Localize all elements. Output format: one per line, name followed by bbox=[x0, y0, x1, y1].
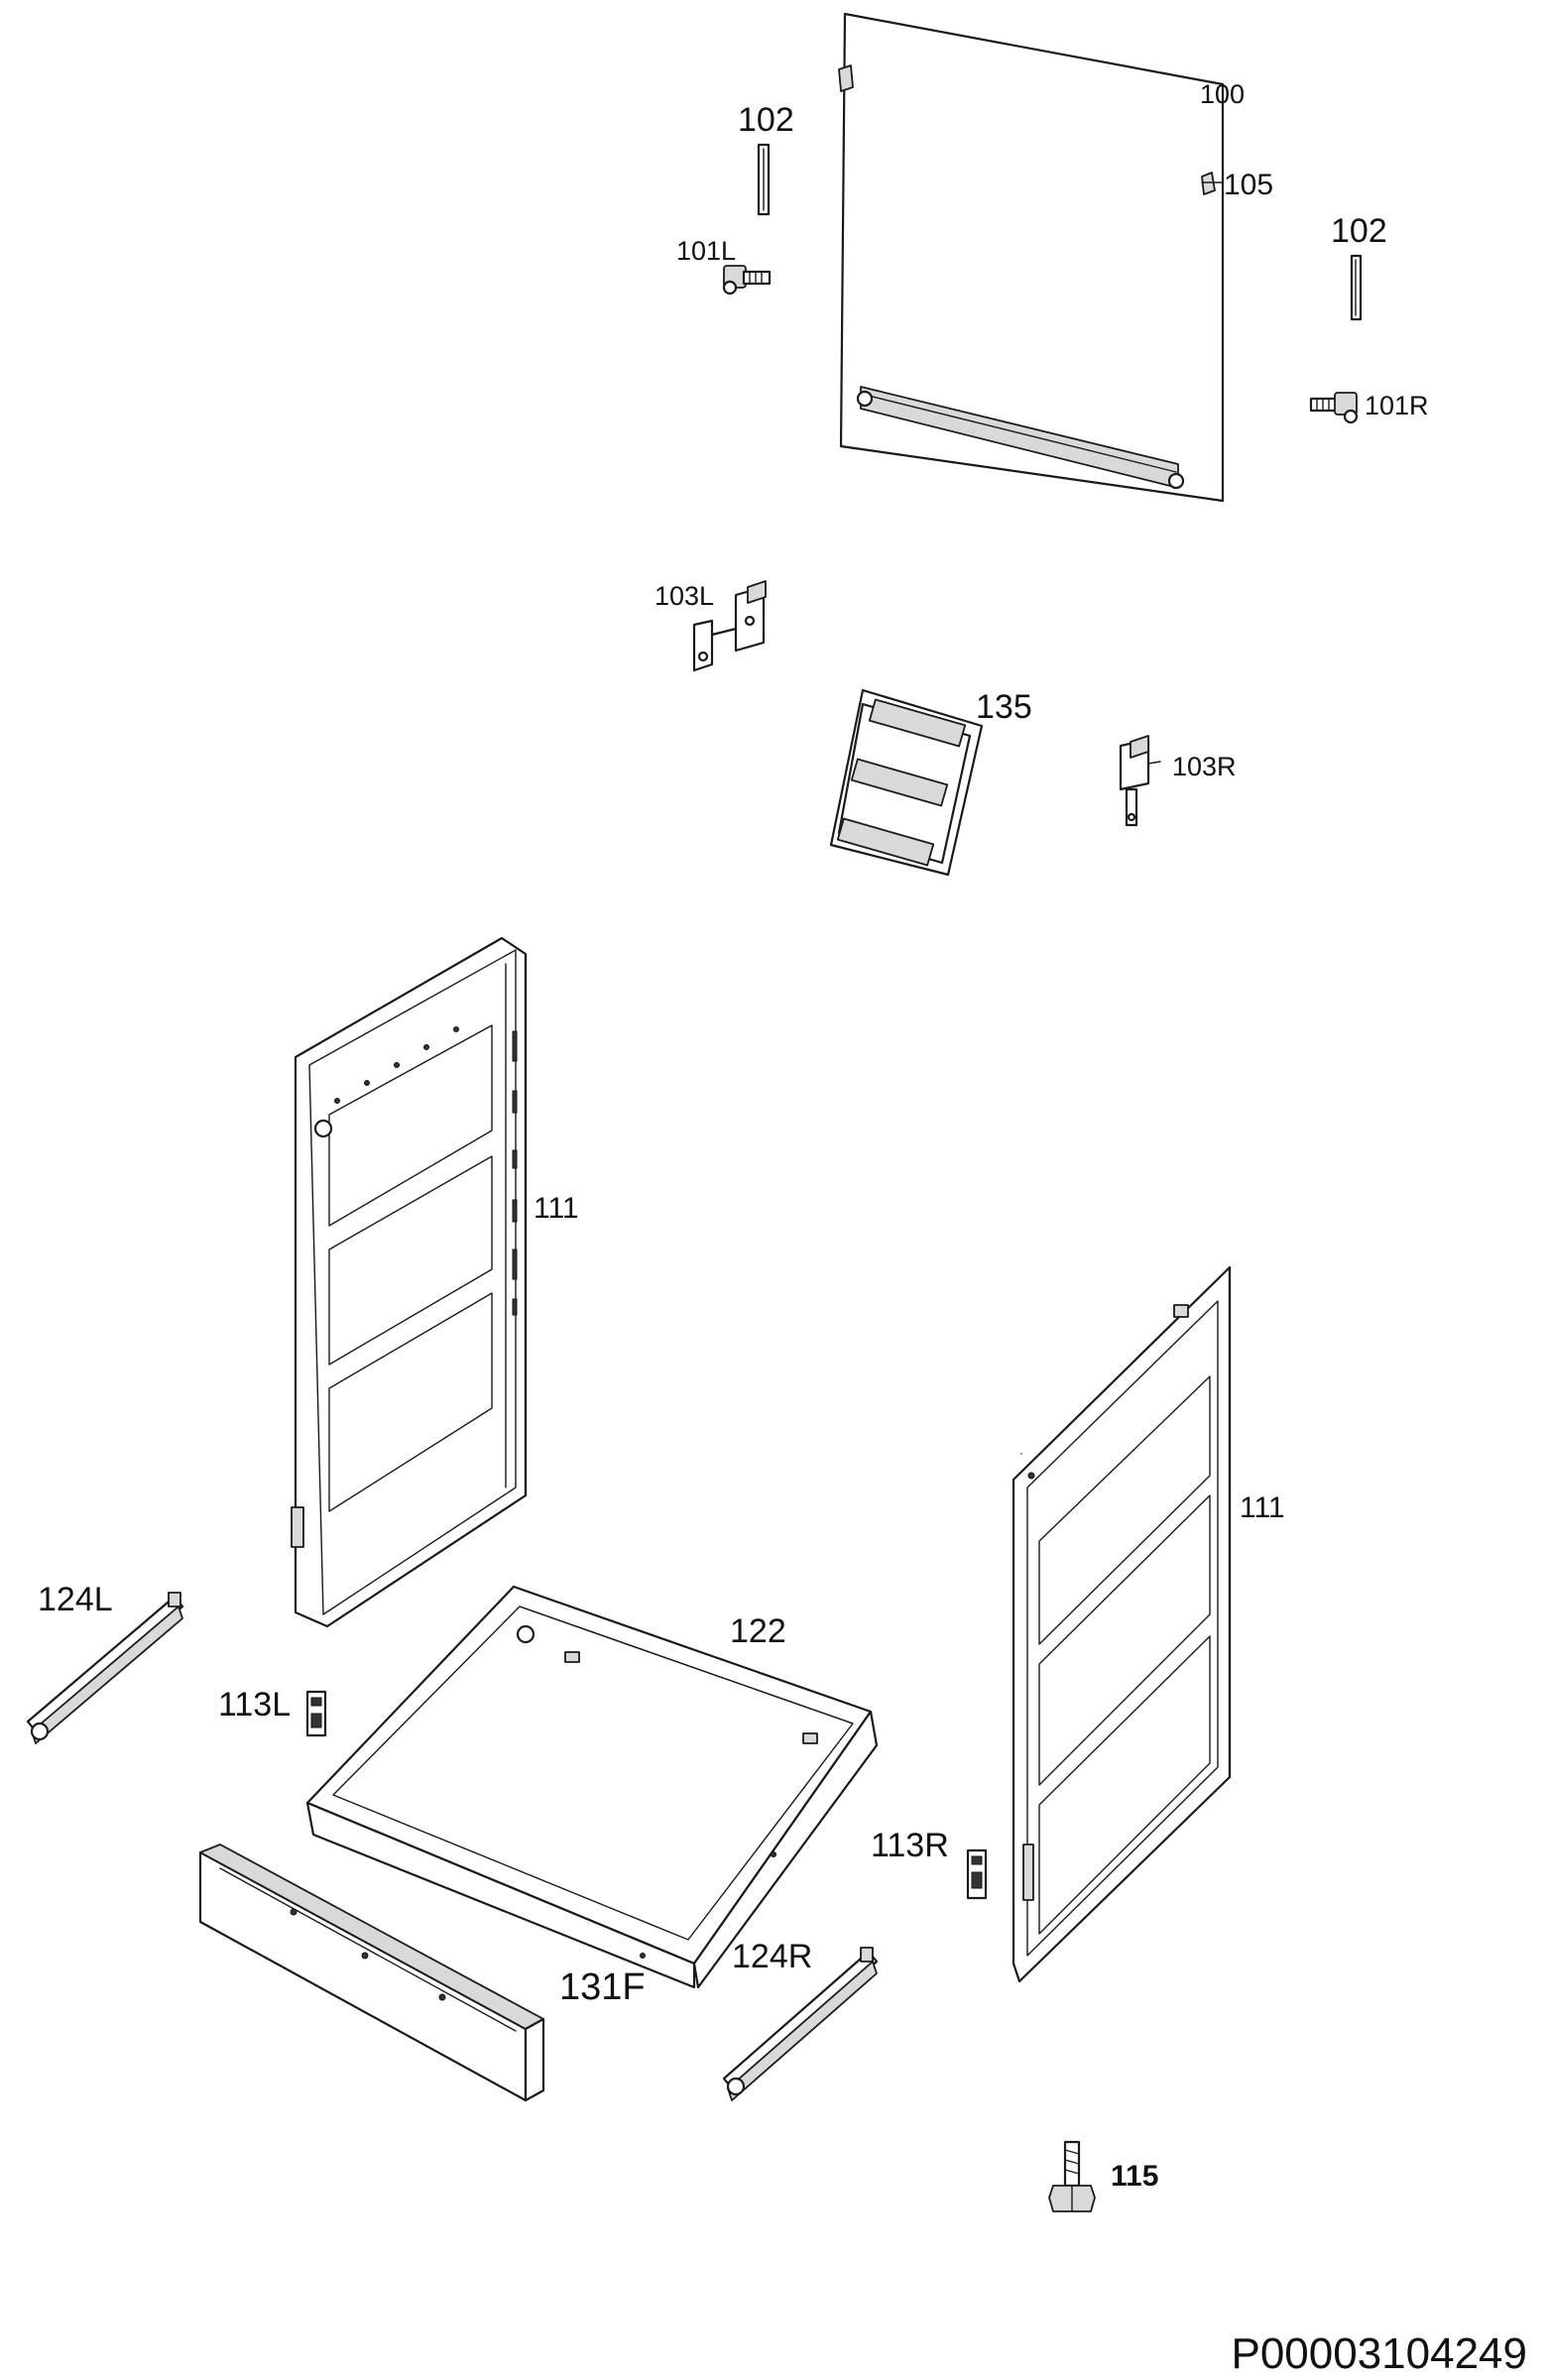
label-105: 105 bbox=[1224, 169, 1273, 201]
pin-101L bbox=[722, 265, 772, 296]
rack-135 bbox=[829, 688, 984, 877]
leader-lines bbox=[1020, 181, 1223, 1455]
plinth-131F bbox=[198, 1844, 545, 2102]
label-103L: 103L bbox=[655, 581, 714, 611]
drawing-number: P00003104249 bbox=[1231, 2329, 1527, 2378]
rod-102-right bbox=[1350, 254, 1363, 321]
side-frame-111-left bbox=[291, 936, 528, 1628]
pin-101R bbox=[1309, 392, 1359, 424]
label-103R: 103R bbox=[1172, 752, 1237, 781]
clip-113L bbox=[305, 1690, 327, 1737]
side-frame-111-right bbox=[1012, 1265, 1232, 1983]
label-124R: 124R bbox=[732, 1938, 812, 1975]
label-113L: 113L bbox=[218, 1686, 291, 1724]
label-100: 100 bbox=[1200, 79, 1245, 109]
bracket-103R bbox=[1119, 735, 1161, 827]
label-102-right: 102 bbox=[1331, 212, 1387, 250]
label-113R: 113R bbox=[871, 1827, 949, 1864]
bracket-103L bbox=[692, 580, 767, 672]
label-131F: 131F bbox=[559, 1966, 646, 2008]
label-111-right: 111 bbox=[1240, 1491, 1285, 1524]
rod-102-left bbox=[757, 143, 771, 216]
label-135: 135 bbox=[976, 688, 1032, 726]
part-labels: 100 102 102 105 101L 101R 103L 103R 135 … bbox=[38, 79, 1527, 2378]
label-124L: 124L bbox=[38, 1581, 113, 1618]
label-101R: 101R bbox=[1365, 391, 1429, 420]
label-101L: 101L bbox=[676, 236, 736, 266]
rail-124R bbox=[722, 1947, 879, 2101]
glass-panel-100 bbox=[838, 12, 1225, 503]
label-115: 115 bbox=[1111, 2160, 1158, 2193]
rail-124L bbox=[26, 1592, 184, 1744]
label-122: 122 bbox=[730, 1612, 786, 1650]
label-111-left: 111 bbox=[534, 1192, 579, 1225]
label-102-left: 102 bbox=[738, 101, 794, 139]
clip-113R bbox=[966, 1848, 988, 1900]
foot-115 bbox=[1048, 2140, 1096, 2212]
base-tray-122 bbox=[305, 1585, 879, 1989]
